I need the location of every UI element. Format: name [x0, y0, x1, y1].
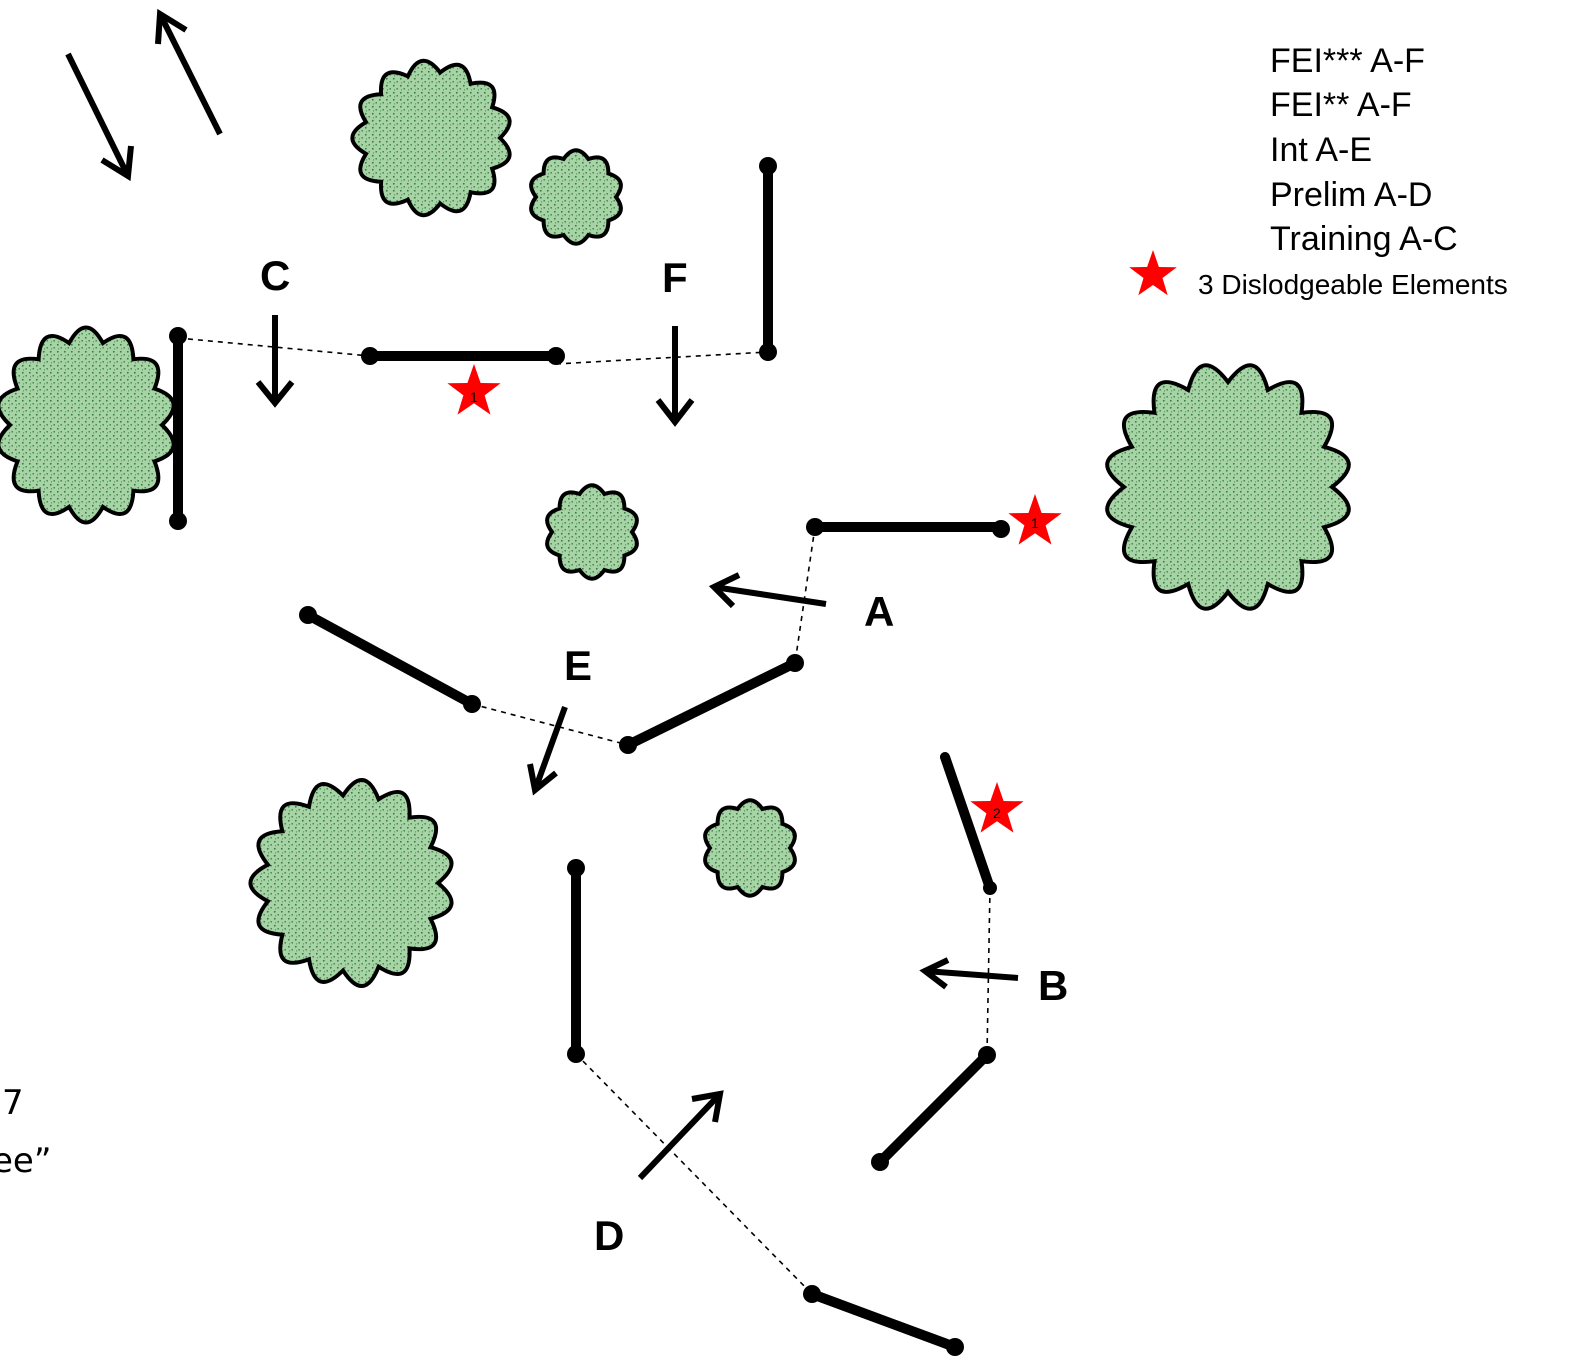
flag-lines: [177, 337, 991, 1295]
star-number: 1: [1031, 515, 1039, 531]
fence-d-left: [567, 859, 585, 1063]
element-label-c: C: [260, 252, 290, 299]
tree-icon: [545, 483, 639, 581]
direction-arrows: [65, 8, 1019, 1181]
legend-star-note: 3 Dislodgeable Elements: [1198, 269, 1508, 300]
arrow-top-up-icon: [155, 8, 223, 136]
legend: FEI*** A-F FEI** A-F Int A-E Prelim A-D …: [1129, 42, 1508, 300]
arrow-a-icon: [708, 572, 827, 609]
edge-text-line: ee”: [0, 1141, 51, 1181]
tree-icon: [529, 148, 623, 246]
tree-icon: [248, 778, 454, 988]
dislodgeable-stars: 1 1 2: [447, 364, 1062, 833]
tree-icon: [1105, 363, 1351, 611]
fence-b-lower: [871, 1046, 996, 1171]
arrow-d-icon: [637, 1090, 724, 1181]
tree-icon: [350, 58, 512, 218]
legend-line: FEI** A-F: [1270, 86, 1412, 124]
arrow-top-down-icon: [65, 52, 134, 182]
legend-line: Prelim A-D: [1270, 176, 1432, 214]
fence-c-left: [169, 327, 187, 530]
star-icon: 2: [970, 782, 1024, 833]
tree-icon: [0, 325, 176, 525]
flag-line-e: [471, 703, 629, 746]
element-label-f: F: [662, 254, 688, 301]
arrow-b-icon: [919, 957, 1019, 990]
flag-line-c-f: [555, 351, 769, 365]
legend-star-icon: [1129, 250, 1177, 296]
fence-f-right: [759, 157, 777, 361]
star-icon: 1: [1008, 494, 1062, 545]
star-icon: 1: [447, 364, 501, 415]
legend-line: FEI*** A-F: [1270, 42, 1425, 80]
fence-e-left: [299, 606, 481, 713]
fence-a-top: [806, 518, 1010, 538]
flag-line-d: [575, 1053, 813, 1295]
fences: [169, 157, 1010, 1356]
arrow-e-icon: [527, 705, 568, 796]
arrow-c-icon: [255, 315, 295, 408]
cropped-edge-text: 7 ee”: [0, 1083, 51, 1181]
fence-d-bottom: [803, 1285, 964, 1356]
flag-line-a: [794, 526, 816, 664]
star-number: 2: [993, 805, 1001, 821]
fence-b-top: [940, 752, 997, 895]
element-label-d: D: [594, 1212, 624, 1259]
trees: [0, 58, 1351, 988]
arrow-f-icon: [655, 326, 695, 427]
fence-c-rail: [361, 347, 565, 365]
element-labels: C F A E B D: [260, 252, 1068, 1259]
fence-a-lower: [619, 654, 804, 754]
legend-line: Int A-E: [1270, 131, 1372, 169]
flag-line-c-f: [177, 337, 371, 357]
flag-line-b: [986, 887, 991, 1056]
tree-icon: [703, 798, 797, 898]
element-label-b: B: [1038, 962, 1068, 1009]
element-label-a: A: [864, 588, 894, 635]
star-number: 1: [470, 389, 478, 405]
legend-line: Training A-C: [1270, 220, 1458, 258]
edge-text-line: 7: [2, 1083, 24, 1123]
element-label-e: E: [564, 642, 592, 689]
